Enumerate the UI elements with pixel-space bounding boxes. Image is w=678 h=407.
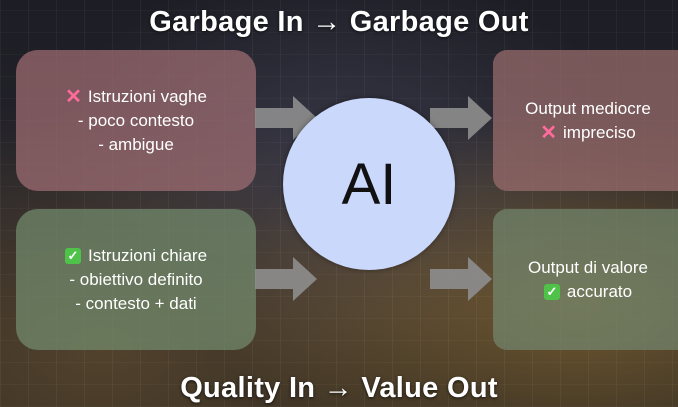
good-output-status: accurato xyxy=(566,281,633,301)
cross-icon: ✕ xyxy=(540,121,557,144)
bad-output-status-row: ✕ impreciso xyxy=(540,121,636,145)
good-input-heading-row: ✓ Istruzioni chiare xyxy=(64,244,208,268)
bad-input-box: ✕ Istruzioni vaghe - poco contesto - amb… xyxy=(16,50,256,191)
good-input-heading: Istruzioni chiare xyxy=(87,245,208,265)
arrow-icon xyxy=(255,257,317,301)
cross-icon: ✕ xyxy=(65,85,82,108)
checkbox-icon: ✓ xyxy=(64,247,81,264)
bad-input-line: - ambigue xyxy=(98,134,174,154)
bad-input-heading-row: ✕ Istruzioni vaghe xyxy=(65,85,207,109)
bad-input-line: - poco contesto xyxy=(77,110,195,130)
bad-output-box: Output mediocre ✕ impreciso xyxy=(493,50,678,191)
title-quality: Quality In → Value Out xyxy=(180,372,498,404)
checkbox-icon: ✓ xyxy=(543,283,560,300)
arrow-icon xyxy=(430,257,492,301)
title-garbage: Garbage In → Garbage Out xyxy=(149,6,529,38)
bad-output-heading: Output mediocre xyxy=(525,98,651,118)
good-input-line: - contesto + dati xyxy=(75,293,197,313)
bad-input-heading: Istruzioni vaghe xyxy=(87,86,207,106)
good-output-box: Output di valore ✓ accurato xyxy=(493,209,678,350)
ai-label: AI xyxy=(341,151,397,217)
bad-output-status: impreciso xyxy=(563,122,636,142)
good-output-status-row: ✓ accurato xyxy=(543,280,633,304)
good-input-box: ✓ Istruzioni chiare - obiettivo definito… xyxy=(16,209,256,350)
good-output-heading: Output di valore xyxy=(527,257,648,277)
good-input-line: - obiettivo definito xyxy=(69,269,203,289)
ai-circle: AI xyxy=(283,98,455,270)
arrow-icon xyxy=(430,96,492,140)
